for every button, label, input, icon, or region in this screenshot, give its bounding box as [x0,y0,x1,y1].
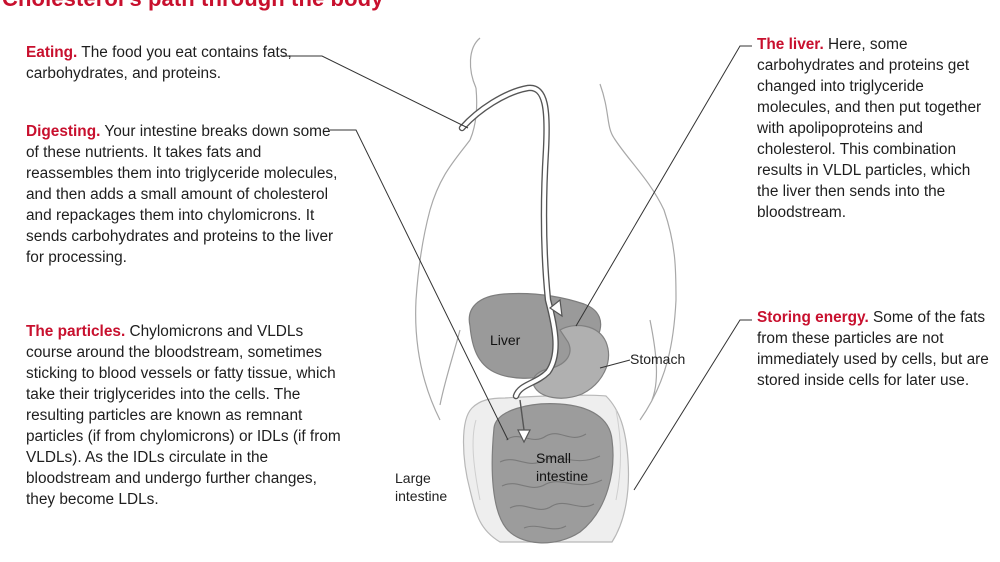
digesting-callout: Digesting. Your intestine breaks down so… [26,121,341,268]
particles-text: Chylomicrons and VLDLs course around the… [26,323,341,508]
digestive-path-arrow [458,84,563,444]
large-intestine-label-line2: intestine [395,488,447,504]
eating-text: The food you eat contains fats, carbohyd… [26,44,292,82]
particles-heading: The particles. [26,323,126,340]
liver-label: Liver [490,332,521,348]
eating-callout: Eating. The food you eat contains fats, … [26,42,296,84]
liver-text: Here, some carbohydrates and proteins ge… [757,36,982,221]
leader-lines [282,45,752,491]
particles-callout: The particles. Chylomicrons and VLDLs co… [26,321,341,510]
stomach-label: Stomach [630,351,685,367]
storing-heading: Storing energy. [757,309,869,326]
stomach-organ [532,324,610,399]
liver-heading: The liver. [757,36,824,53]
small-intestine-label-line1: Small [536,450,571,466]
digesting-text: Your intestine breaks down some of these… [26,123,338,266]
storing-callout: Storing energy. Some of the fats from th… [757,307,989,391]
small-intestine-label-line2: intestine [536,468,588,484]
liver-callout: The liver. Here, some carbohydrates and … [757,34,989,223]
eating-heading: Eating. [26,44,78,61]
body-outline [415,37,677,421]
storing-text: Some of the fats from these particles ar… [757,309,989,389]
diagram-title: Cholesterol's path through the body [2,0,384,12]
digesting-heading: Digesting. [26,123,101,140]
large-intestine-label-line1: Large [395,470,431,486]
